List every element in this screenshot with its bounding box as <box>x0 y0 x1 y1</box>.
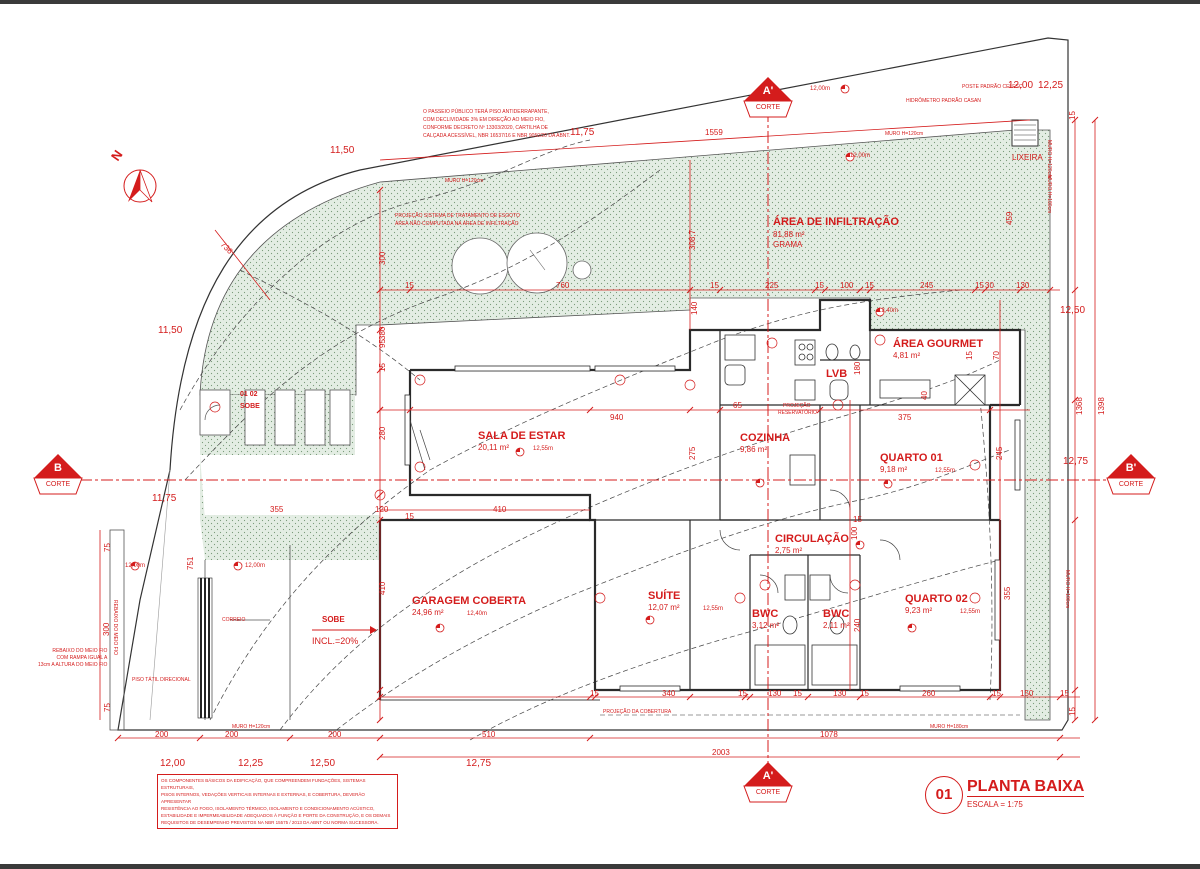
dimension-tick <box>376 693 384 701</box>
elevation-mark-fill <box>516 448 520 452</box>
elevation-mark-fill <box>846 153 850 157</box>
footer-note: OS COMPONENTES BÁSICOS DA EDIFICAÇÃO, QU… <box>157 774 398 829</box>
elevation-mark-fill <box>436 624 440 628</box>
elevation-mark-fill <box>131 562 135 566</box>
elevation-mark-fill <box>908 624 912 628</box>
dimension-tick <box>1056 693 1064 701</box>
dimension-tick <box>1071 116 1079 124</box>
dimension-tick <box>376 734 384 742</box>
dimension-tick <box>114 734 122 742</box>
tactile-floor <box>197 577 213 719</box>
dimension-tick <box>1071 686 1079 694</box>
dimension-tick <box>1071 516 1079 524</box>
septic-filter <box>506 232 568 294</box>
dimension-tick <box>406 406 414 414</box>
elevation-mark-fill <box>756 479 760 483</box>
dimension-tick <box>586 693 594 701</box>
dimension-tick <box>1071 716 1079 724</box>
dimension-tick <box>746 693 754 701</box>
dimension-tick <box>856 693 864 701</box>
dimension-tick <box>196 734 204 742</box>
dimension-tick <box>716 406 724 414</box>
dimension-tick <box>981 286 989 294</box>
elevation-mark-fill <box>876 308 880 312</box>
dimension-tick <box>986 693 994 701</box>
dimension-tick <box>804 693 812 701</box>
dimension-tick <box>376 186 384 194</box>
dimension-tick <box>376 686 384 694</box>
dimension-tick <box>376 406 384 414</box>
dimension-tick <box>866 286 874 294</box>
sidewalk-note: O PASSEIO PÚBLICO TERÁ PISO ANTIDERRAPAN… <box>423 109 571 139</box>
dimension-tick <box>1071 396 1079 404</box>
dimension-tick <box>406 286 414 294</box>
title-number: 01 <box>925 776 963 814</box>
infiltration-material: GRAMA <box>773 240 803 249</box>
dimension-tick <box>586 734 594 742</box>
title-block: 01 PLANTA BAIXA ESCALA = 1:75 <box>925 776 1105 820</box>
dimension-tick <box>686 406 694 414</box>
infiltration-area-value: 81,88 m² <box>773 230 805 239</box>
dimension-tick <box>376 326 384 334</box>
dimension-tick <box>971 286 979 294</box>
infiltration-area <box>199 129 1051 721</box>
dimension-tick <box>591 693 599 701</box>
elevation-mark-fill <box>234 562 238 566</box>
dimension-tick <box>1056 734 1064 742</box>
dimension-tick <box>1091 116 1099 124</box>
dimension-tick <box>741 693 749 701</box>
dimension-tick <box>1091 716 1099 724</box>
elevation-mark-fill <box>856 541 860 545</box>
elevation-mark-fill <box>884 480 888 484</box>
dimension-tick <box>376 716 384 724</box>
dimension-tick <box>376 366 384 374</box>
elevation-mark-fill <box>646 616 650 620</box>
septic-tank <box>451 237 509 295</box>
dimension-tick <box>1046 286 1054 294</box>
title-scale: ESCALA = 1:75 <box>967 800 1023 809</box>
dimension-tick <box>376 286 384 294</box>
dimension-tick <box>686 286 694 294</box>
dimension-tick <box>856 286 864 294</box>
elevation-mark-fill <box>841 85 845 89</box>
dimension-tick <box>286 734 294 742</box>
dimension-tick <box>1016 286 1024 294</box>
dimension-tick <box>376 491 384 499</box>
dimension-tick <box>821 286 829 294</box>
title-text: PLANTA BAIXA <box>967 778 1085 797</box>
dimension-tick <box>986 406 994 414</box>
dimension-tick <box>586 406 594 414</box>
north-arrow: N <box>108 147 162 206</box>
dimension-tick <box>376 753 384 761</box>
dimension-tick <box>996 693 1004 701</box>
trash-enclosure <box>1011 119 1039 147</box>
dimension-tick <box>716 286 724 294</box>
dimension-tick <box>1056 753 1064 761</box>
dimension-tick <box>376 516 384 524</box>
dimension-tick <box>816 406 824 414</box>
dimension-tick <box>1071 286 1079 294</box>
lot-boundary <box>117 37 1069 731</box>
dimension-tick <box>811 286 819 294</box>
dimension-tick <box>686 693 694 701</box>
septic-note: PROJEÇÃO SISTEMA DE TRATAMENTO DE ESGOTO… <box>395 213 520 227</box>
infiltration-title: ÁREA DE INFILTRAÇÃO <box>773 216 899 228</box>
